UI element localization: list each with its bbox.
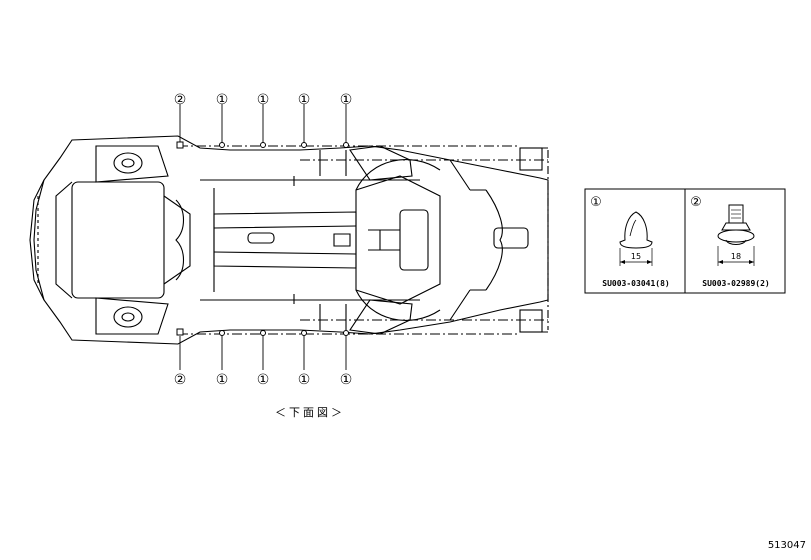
rear-suspension <box>355 175 441 305</box>
callout-line <box>179 104 347 144</box>
callout-label: ① <box>216 372 229 388</box>
engine-bay <box>71 181 165 299</box>
push-clip-icon <box>619 211 653 249</box>
clip-point <box>301 142 307 148</box>
clip-point <box>260 330 266 336</box>
rear-axle <box>485 189 503 291</box>
legend-item-clip-2: ② 18 SU003-02989(2) <box>690 195 770 288</box>
legend-marker: ① <box>590 195 602 210</box>
clip-point <box>343 330 349 336</box>
callout-label: ① <box>216 92 229 108</box>
dimension-label: 15 <box>631 252 641 261</box>
clip-point <box>219 142 225 148</box>
clip-point <box>301 330 307 336</box>
callout-label: ① <box>298 372 311 388</box>
callout-line <box>179 336 347 370</box>
clip-points-bottom: ② ① ① ① ① <box>174 328 353 388</box>
body-outline <box>33 135 549 345</box>
vehicle-underbody <box>29 135 549 345</box>
view-caption: ＜下面図＞ <box>275 406 345 419</box>
dimension-label: 18 <box>731 252 741 261</box>
parts-legend: ① 15 SU003-03041(8) ② <box>584 188 786 294</box>
rear-right-wheel <box>349 299 413 335</box>
grommet-clip-icon <box>717 204 755 245</box>
callout-label: ① <box>257 372 270 388</box>
part-number: SU003-03041(8) <box>602 279 669 288</box>
callout-label: ① <box>257 92 270 108</box>
callout-label: ② <box>174 92 187 108</box>
callout-label: ① <box>298 92 311 108</box>
clip-point <box>343 142 349 148</box>
clip-point <box>260 142 266 148</box>
clip-point <box>176 328 184 336</box>
figure-number: 513047 <box>767 540 806 551</box>
legend-item-clip-1: ① 15 SU003-03041(8) <box>590 195 670 288</box>
clip-points-top: ② ① ① ① ① <box>174 92 353 149</box>
legend-marker: ② <box>690 195 702 210</box>
front-left-wheel <box>113 152 143 174</box>
front-right-wheel <box>113 306 143 328</box>
rear-left-wheel <box>349 145 413 181</box>
clip-point <box>176 141 184 149</box>
callout-label: ① <box>340 92 353 108</box>
callout-label: ② <box>174 372 187 388</box>
part-number: SU003-02989(2) <box>702 279 769 288</box>
callout-labels-top: ② ① ① ① ① <box>174 92 353 108</box>
center-plug <box>247 232 275 244</box>
front-bumper <box>29 179 45 301</box>
callout-label: ① <box>340 372 353 388</box>
callout-labels-bottom: ② ① ① ① ① <box>174 372 353 388</box>
clip-point <box>219 330 225 336</box>
floor-tunnel <box>213 211 357 269</box>
